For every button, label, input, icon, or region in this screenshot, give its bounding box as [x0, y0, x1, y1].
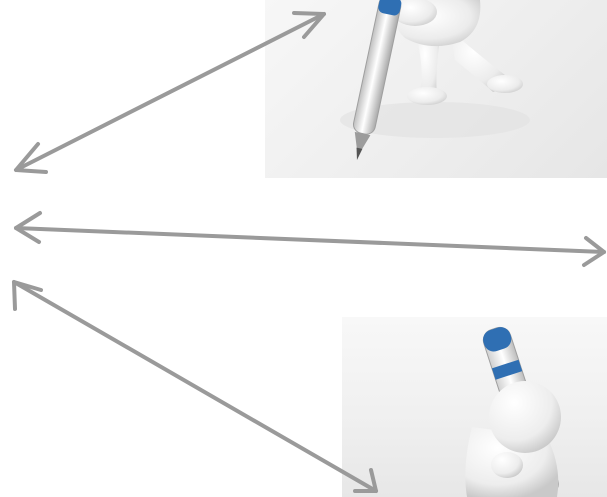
arrow-to-bottom-figure: [14, 282, 376, 491]
arrow-horizontal: [16, 213, 604, 265]
arrow-to-top-figure: [16, 13, 324, 172]
